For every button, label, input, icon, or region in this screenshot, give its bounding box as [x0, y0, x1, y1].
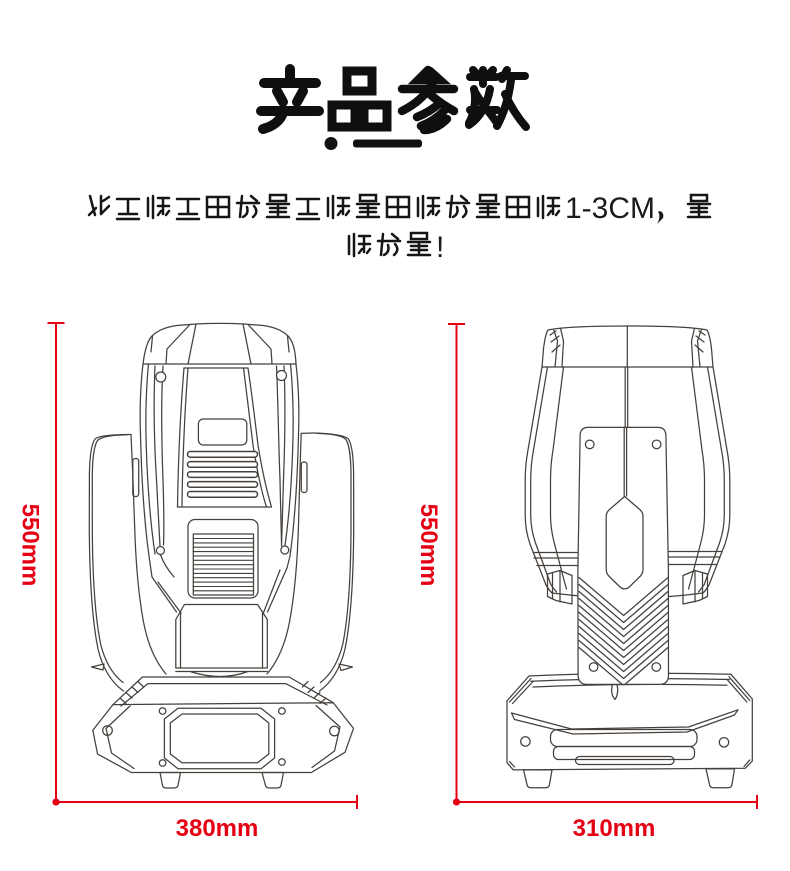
svg-text:550mm: 550mm: [17, 504, 44, 587]
svg-text:1-3CM: 1-3CM: [565, 192, 655, 225]
svg-text:!: !: [436, 231, 444, 264]
svg-text:550mm: 550mm: [415, 504, 442, 587]
svg-text:310mm: 310mm: [573, 815, 656, 842]
svg-text:380mm: 380mm: [176, 815, 259, 842]
